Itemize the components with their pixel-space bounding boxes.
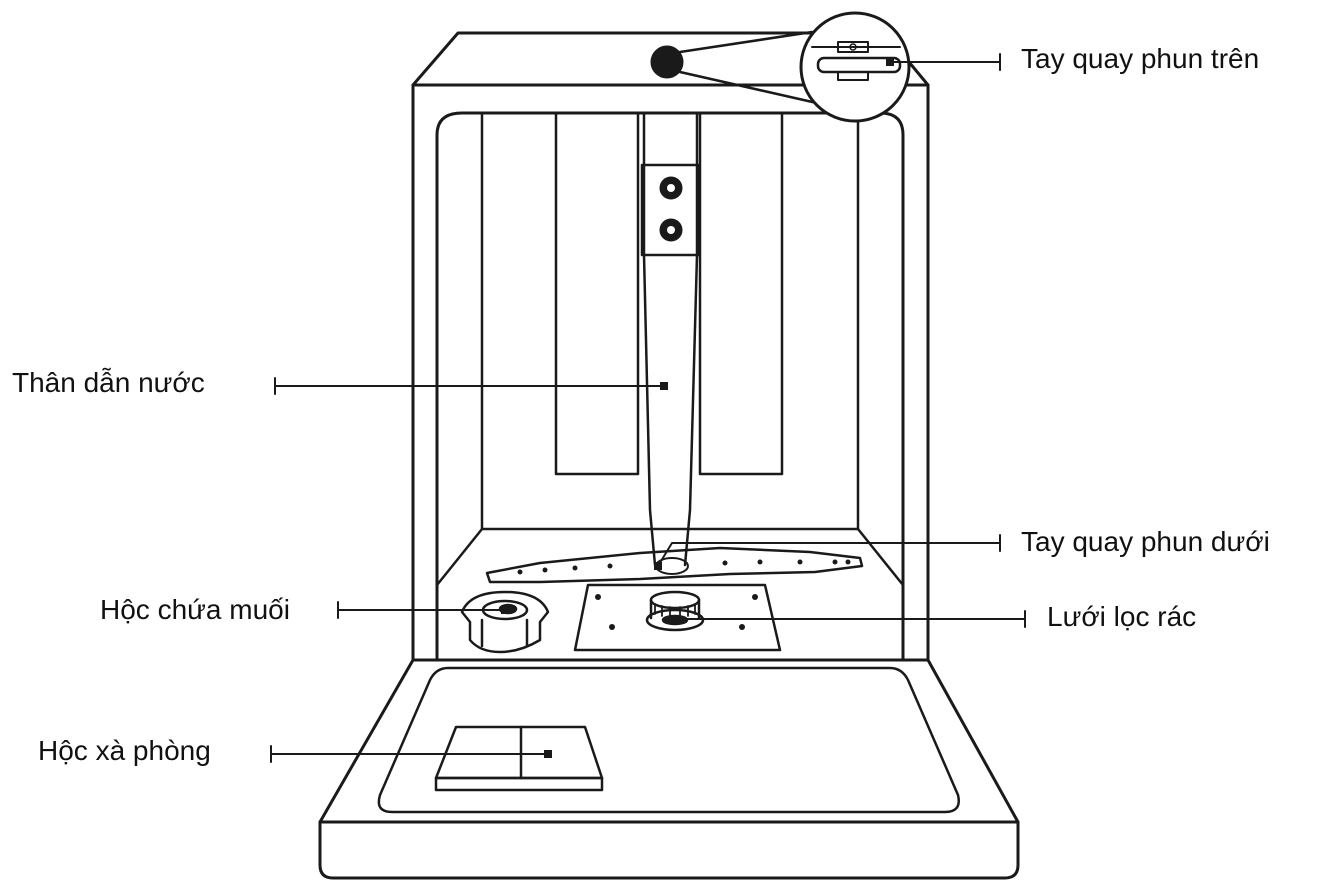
callout-source-dot [652, 47, 682, 77]
label-lower-spray-arm: Tay quay phun dưới [1021, 528, 1270, 556]
back-panel-right [700, 113, 782, 474]
label-upper-spray-arm: Tay quay phun trên [1021, 45, 1259, 73]
tub-floor-edge-right [858, 529, 903, 585]
filter-cylinder [647, 592, 703, 630]
label-detergent-dispenser: Hộc xà phòng [38, 737, 211, 765]
detergent-dispenser [436, 727, 602, 790]
upper-spray-arm-callout [652, 13, 909, 121]
label-water-pipe: Thân dẫn nước [12, 369, 205, 397]
label-salt-container: Hộc chứa muối [100, 596, 290, 624]
back-panel-left [556, 113, 638, 474]
tub-floor-edge-left [437, 529, 482, 585]
label-filter: Lưới lọc rác [1047, 603, 1196, 631]
lower-spray-arm [487, 548, 862, 582]
salt-container-cap [462, 592, 548, 652]
tub-back-wall [482, 113, 858, 529]
